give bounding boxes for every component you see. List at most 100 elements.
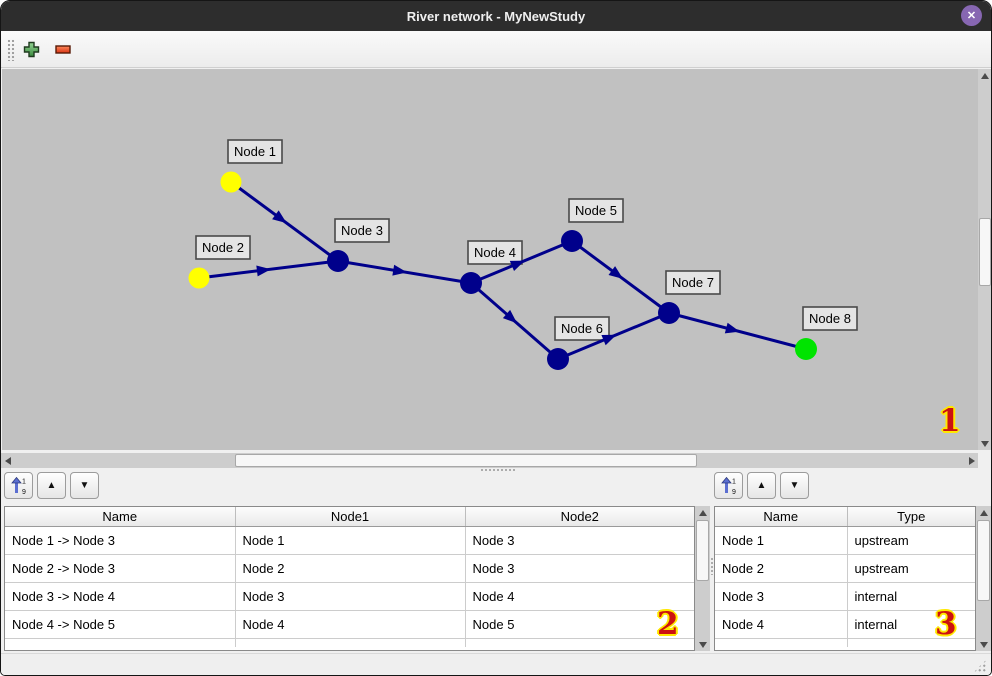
network-node[interactable] <box>795 338 817 360</box>
remove-icon[interactable] <box>55 45 72 55</box>
left-arrow-icon <box>4 456 11 465</box>
table-cell[interactable]: Node 2 -> Node 3 <box>5 554 236 583</box>
move-down-button[interactable]: ▼ <box>70 472 99 499</box>
table-cell[interactable]: Node 3 <box>715 582 848 611</box>
table-cell[interactable]: Node 3 <box>235 582 466 611</box>
move-up-button[interactable]: ▲ <box>747 472 776 499</box>
table-cell[interactable]: internal <box>847 582 975 611</box>
table-cell[interactable]: Node 4 <box>235 610 466 639</box>
svg-text:Node 2: Node 2 <box>202 240 244 255</box>
svg-text:9: 9 <box>22 489 26 495</box>
table-cell[interactable]: Node 3 -> Node 4 <box>5 582 236 611</box>
reaches-vertical-scrollbar[interactable] <box>695 506 710 651</box>
table-cell[interactable]: upstream <box>847 554 975 583</box>
canvas-vertical-scrollbar[interactable] <box>978 69 991 450</box>
node-label: Node 7 <box>665 270 721 295</box>
scroll-down-button[interactable] <box>976 638 991 651</box>
table-cell[interactable]: internal <box>847 610 975 639</box>
column-header[interactable]: Type <box>847 507 975 527</box>
scrollbar-thumb[interactable] <box>235 454 697 467</box>
canvas-horizontal-scrollbar[interactable] <box>1 453 978 468</box>
down-arrow-icon: ▼ <box>789 480 800 491</box>
sort-button[interactable]: 1 9 <box>4 472 33 499</box>
table-splitter-handle[interactable] <box>710 557 714 575</box>
table-cell[interactable]: Node 2 <box>235 554 466 583</box>
move-down-button[interactable]: ▼ <box>780 472 809 499</box>
move-up-button[interactable]: ▲ <box>37 472 66 499</box>
svg-text:Node 3: Node 3 <box>341 223 383 238</box>
down-arrow-icon <box>981 440 989 447</box>
svg-text:1: 1 <box>22 479 26 486</box>
close-button[interactable]: ✕ <box>961 5 982 26</box>
sort-ascending-icon: 1 9 <box>720 476 736 495</box>
table-cell[interactable]: Node 4 -> Node 5 <box>5 610 236 639</box>
flow-arrow-icon <box>509 260 525 272</box>
network-node[interactable] <box>658 302 680 324</box>
table-cell[interactable]: Node 4 <box>465 582 694 611</box>
table-cell[interactable]: Node 4 <box>715 610 848 639</box>
node-label: Node 4 <box>467 240 523 265</box>
scroll-up-button[interactable] <box>978 69 991 82</box>
right-arrow-icon <box>968 456 975 465</box>
scrollbar-thumb[interactable] <box>696 520 709 581</box>
window-title: River network - MyNewStudy <box>406 8 586 24</box>
scroll-down-button[interactable] <box>978 437 991 450</box>
scroll-down-button[interactable] <box>695 638 710 651</box>
flow-arrow-icon <box>392 264 408 276</box>
close-icon: ✕ <box>966 10 977 22</box>
table-cell[interactable]: upstream <box>847 526 975 555</box>
scrollbar-thumb[interactable] <box>977 520 990 601</box>
sort-button[interactable]: 1 9 <box>714 472 743 499</box>
table-cell[interactable]: Node 1 <box>715 526 848 555</box>
up-arrow-icon <box>979 509 988 516</box>
flow-arrow-icon <box>502 309 518 324</box>
scrollbar-thumb[interactable] <box>979 218 991 286</box>
svg-text:Node 8: Node 8 <box>809 311 851 326</box>
table-cell[interactable]: Node 3 <box>465 554 694 583</box>
network-node[interactable] <box>188 267 210 289</box>
pane-splitter-handle[interactable] <box>479 468 517 472</box>
title-bar: River network - MyNewStudy ✕ <box>1 1 991 31</box>
up-arrow-icon: ▲ <box>756 480 767 491</box>
column-header[interactable]: Name <box>5 507 236 527</box>
scroll-right-button[interactable] <box>965 453 978 468</box>
add-icon[interactable] <box>23 41 40 58</box>
svg-text:Node 7: Node 7 <box>672 275 714 290</box>
annotation-1: 1 <box>939 403 961 439</box>
svg-text:Node 1: Node 1 <box>234 144 276 159</box>
column-header[interactable]: Name <box>715 507 848 527</box>
scroll-left-button[interactable] <box>1 453 14 468</box>
up-arrow-icon: ▲ <box>46 480 57 491</box>
network-node[interactable] <box>327 250 349 272</box>
status-bar <box>1 653 991 675</box>
scroll-up-button[interactable] <box>695 506 710 519</box>
table-cell[interactable]: Node 1 -> Node 3 <box>5 526 236 555</box>
flow-arrow-icon <box>724 322 740 334</box>
nodes-vertical-scrollbar[interactable] <box>976 506 991 651</box>
table-cell[interactable]: Node 1 <box>235 526 466 555</box>
network-node[interactable] <box>547 348 569 370</box>
resize-grip[interactable] <box>973 659 987 673</box>
network-node[interactable] <box>220 171 242 193</box>
table-cell[interactable]: Node 5 <box>465 610 694 639</box>
column-header[interactable]: Node2 <box>465 507 694 527</box>
network-node[interactable] <box>561 230 583 252</box>
network-node[interactable] <box>460 272 482 294</box>
toolbar-drag-handle[interactable] <box>7 39 15 61</box>
table-cell[interactable]: Node 2 <box>715 554 848 583</box>
column-header[interactable]: Node1 <box>235 507 466 527</box>
svg-text:1: 1 <box>732 479 736 486</box>
table-cell[interactable]: Node 3 <box>465 526 694 555</box>
scroll-up-button[interactable] <box>976 506 991 519</box>
